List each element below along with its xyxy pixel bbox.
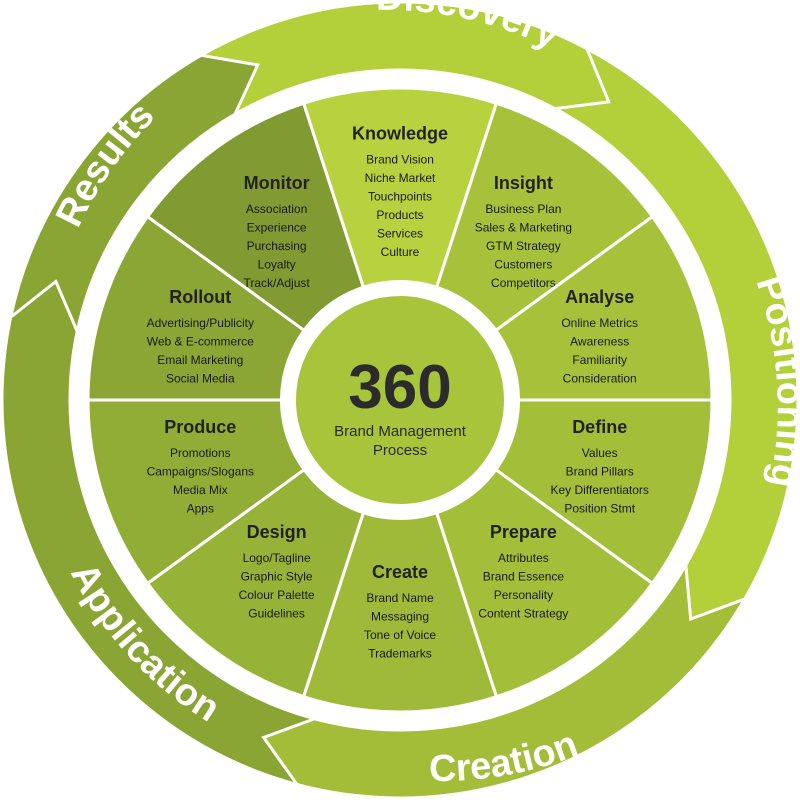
segment-item: Colour Palette xyxy=(239,588,315,602)
segment-item: Brand Pillars xyxy=(566,464,634,478)
segment-title-monitor: Monitor xyxy=(244,173,310,193)
center-circle xyxy=(296,296,504,504)
segment-item: Social Media xyxy=(166,372,235,386)
segment-item: Media Mix xyxy=(173,483,228,497)
segment-item: Graphic Style xyxy=(241,569,313,583)
segment-item: Attributes xyxy=(498,551,549,565)
segment-item: Competitors xyxy=(491,276,556,290)
segment-title-analyse: Analyse xyxy=(565,287,634,307)
segment-title-knowledge: Knowledge xyxy=(352,124,448,144)
segment-item: Email Marketing xyxy=(157,353,243,367)
segment-title-prepare: Prepare xyxy=(490,522,557,542)
segment-title-create: Create xyxy=(372,562,428,582)
phase-band-results xyxy=(8,53,260,337)
segment-item: Experience xyxy=(247,220,307,234)
segment-title-define: Define xyxy=(572,417,627,437)
segment-item: Familiarity xyxy=(572,353,627,367)
center-number: 360 xyxy=(348,353,451,422)
segment-title-rollout: Rollout xyxy=(169,287,231,307)
center-hub: 360 Brand Management Process xyxy=(280,280,520,520)
segment-monitor: MonitorAssociationExperiencePurchasingLo… xyxy=(145,101,373,347)
segment-item: Content Strategy xyxy=(478,606,568,620)
segment-item: Consideration xyxy=(563,372,637,386)
segment-item: Brand Vision xyxy=(366,153,434,167)
segment-item: Logo/Tagline xyxy=(243,551,311,565)
segment-item: Culture xyxy=(381,245,420,259)
segment-item: Niche Market xyxy=(365,171,436,185)
segment-item: Values xyxy=(582,446,618,460)
segment-item: Purchasing xyxy=(247,239,307,253)
segment-item: Apps xyxy=(187,501,214,515)
segment-item: Products xyxy=(376,208,423,222)
segment-item: Advertising/Publicity xyxy=(147,316,254,330)
segment-produce: ProducePromotionsCampaigns/SlogansMedia … xyxy=(86,398,326,586)
segment-item: Campaigns/Slogans xyxy=(147,464,254,478)
segment-item: Sales & Marketing xyxy=(475,220,572,234)
segment-title-produce: Produce xyxy=(164,417,236,437)
segment-item: Messaging xyxy=(371,610,429,624)
segment-item: Position Stmt xyxy=(564,501,635,515)
segment-item: Key Differentiators xyxy=(550,483,649,497)
segment-item: Personality xyxy=(494,588,553,602)
center-subtitle-line1: Brand Management xyxy=(334,423,467,440)
segment-item: Track/Adjust xyxy=(243,276,310,290)
segment-item: Guidelines xyxy=(248,606,305,620)
segment-item: Touchpoints xyxy=(368,190,432,204)
segment-title-design: Design xyxy=(247,522,307,542)
segment-item: Customers xyxy=(494,257,552,271)
segment-item: Web & E-commerce xyxy=(147,335,254,349)
segment-item: Brand Name xyxy=(366,591,434,605)
segment-title-insight: Insight xyxy=(494,173,553,193)
segment-item: GTM Strategy xyxy=(486,239,561,253)
segment-item: Promotions xyxy=(170,446,231,460)
center-subtitle-line2: Process xyxy=(373,442,427,459)
segment-item: Association xyxy=(246,202,307,216)
segment-item: Services xyxy=(377,227,423,241)
segment-item: Trademarks xyxy=(368,647,432,661)
segment-item: Awareness xyxy=(570,335,629,349)
segment-item: Online Metrics xyxy=(561,316,638,330)
segment-item: Tone of Voice xyxy=(364,628,436,642)
segment-item: Loyalty xyxy=(258,257,296,271)
segment-item: Business Plan xyxy=(485,202,561,216)
segment-item: Brand Essence xyxy=(483,569,565,583)
